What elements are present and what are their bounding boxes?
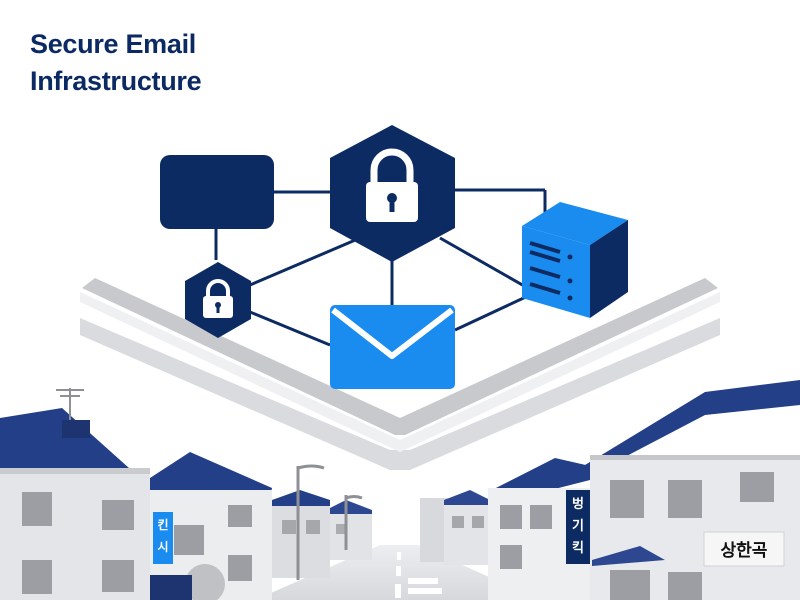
link-small-hex-env <box>249 310 331 347</box>
node-box <box>160 155 274 229</box>
right-sign: 상한곡 <box>703 531 785 567</box>
left-sign: 킨 시 <box>153 512 173 564</box>
center-sign-char-2: 기 <box>572 519 584 534</box>
main-lock-node <box>330 125 455 262</box>
lock-icon <box>203 279 233 318</box>
right-sign-text: 상한곡 <box>721 541 768 561</box>
left-houses: 킨 시 <box>0 388 372 600</box>
small-lock-node <box>185 262 251 338</box>
page-title: Secure Email Infrastructure <box>30 26 202 100</box>
center-sign-char-1: 벙 <box>572 496 584 512</box>
center-sign-char-3: 킥 <box>572 541 584 556</box>
title-line-1: Secure Email <box>30 29 196 59</box>
left-sign-char-2: 시 <box>157 540 168 554</box>
left-sign-char-1: 킨 <box>157 518 168 532</box>
link-env-server <box>454 293 531 332</box>
right-houses: 벙 기 킥 상한곡 <box>420 380 800 600</box>
link-small-hex-main <box>249 236 361 287</box>
title-line-2: Infrastructure <box>30 66 202 96</box>
road <box>255 545 540 600</box>
lock-icon <box>366 148 418 222</box>
envelope-icon <box>330 305 455 389</box>
center-sign: 벙 기 킥 <box>566 490 590 564</box>
server-icon <box>522 202 628 318</box>
